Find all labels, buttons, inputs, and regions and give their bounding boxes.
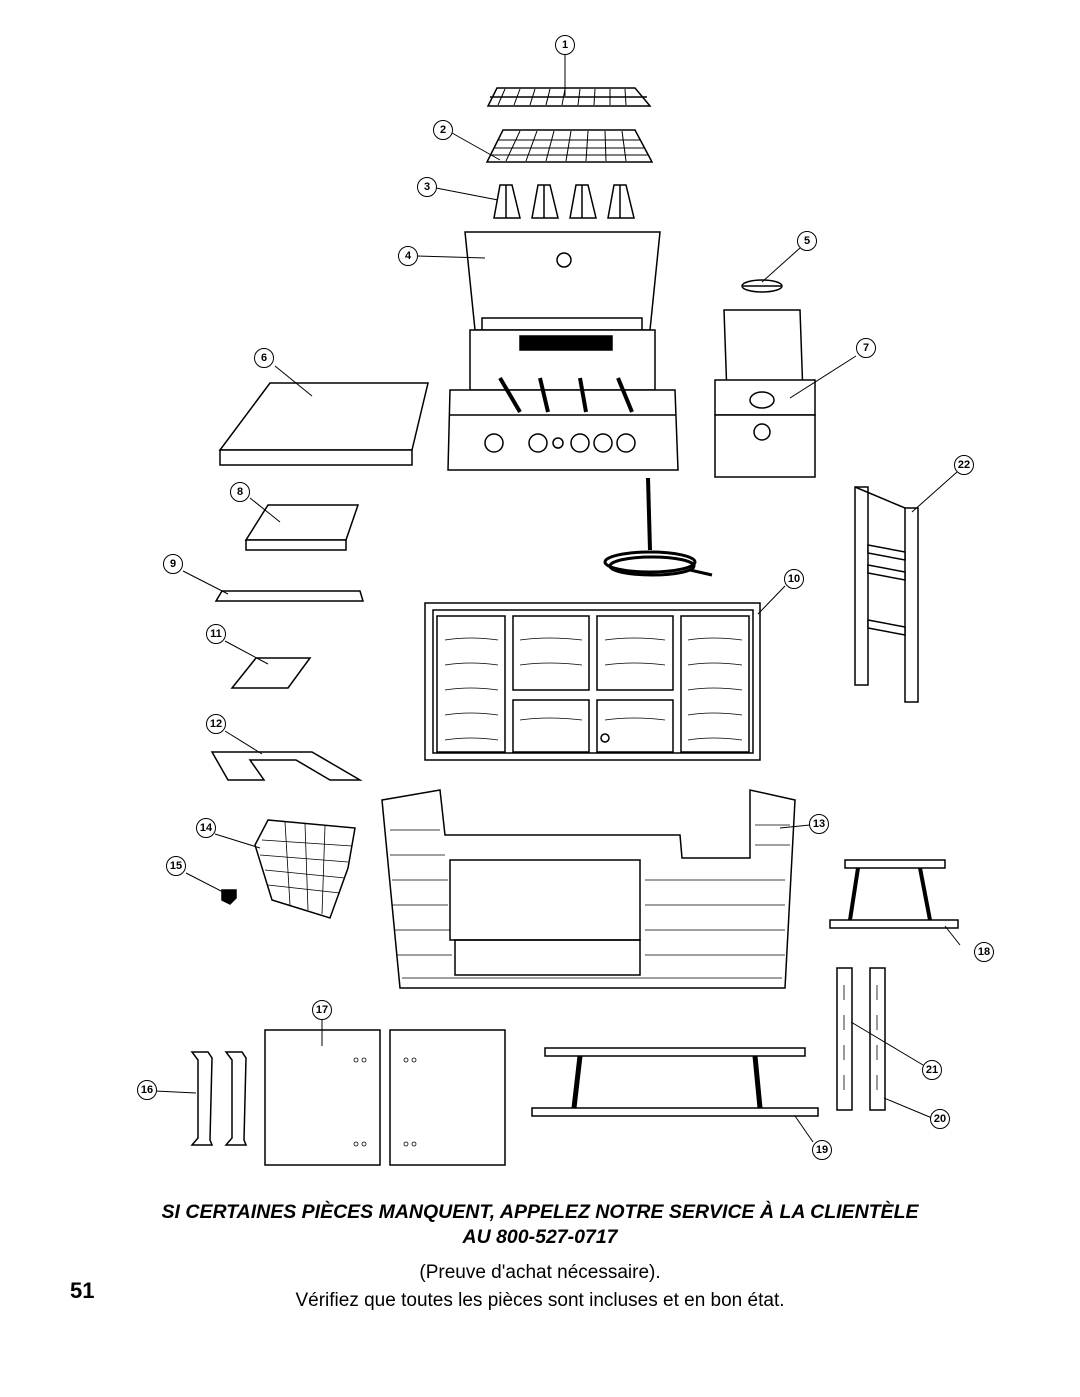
part-side-shelf (218, 382, 429, 466)
missing-parts-notice: SI CERTAINES PIÈCES MANQUENT, APPELEZ NO… (161, 1201, 919, 1223)
part-stone-base (381, 789, 796, 989)
page-number: 51 (70, 1278, 95, 1303)
part-clip (221, 889, 237, 905)
callout-10: 10 (784, 569, 804, 589)
callout-13: 13 (809, 814, 829, 834)
part-trim-strip (214, 590, 365, 602)
callout-leader-lines (154, 55, 961, 1143)
part-counter-frame (210, 751, 363, 781)
part-front-panel (424, 602, 761, 761)
part-heat-tents (493, 184, 635, 219)
parts-exploded-diagram (154, 55, 961, 1166)
callout-2: 2 (433, 120, 453, 140)
part-basket (254, 819, 356, 919)
callout-20: 20 (930, 1109, 950, 1129)
callout-3: 3 (417, 177, 437, 197)
callout-21: 21 (922, 1060, 942, 1080)
part-panel (230, 657, 312, 689)
part-doors (264, 1029, 506, 1166)
check-parts-instruction: Vérifiez que toutes les pièces sont incl… (295, 1290, 785, 1311)
part-cooking-grates (485, 129, 654, 163)
part-side-burner (714, 309, 816, 478)
part-gas-hose (603, 550, 713, 577)
part-handles (190, 1051, 248, 1146)
part-bottom-brace (531, 1047, 819, 1117)
part-vertical-rails (836, 967, 886, 1111)
part-small-shelf (244, 504, 360, 551)
callout-1: 1 (555, 35, 575, 55)
callout-7: 7 (856, 338, 876, 358)
callout-14: 14 (196, 818, 216, 838)
callout-8: 8 (230, 482, 250, 502)
callout-12: 12 (206, 714, 226, 734)
callout-9: 9 (163, 554, 183, 574)
part-side-frame (854, 486, 919, 703)
callout-4: 4 (398, 246, 418, 266)
callout-15: 15 (166, 856, 186, 876)
callout-16: 16 (137, 1080, 157, 1100)
part-warming-rack (486, 87, 652, 107)
part-cross-brace (829, 859, 959, 929)
part-burner-cap (741, 279, 783, 293)
part-grill-head (447, 231, 679, 551)
callout-6: 6 (254, 348, 274, 368)
proof-of-purchase-note: (Preuve d'achat nécessaire). (419, 1262, 661, 1283)
callout-17: 17 (312, 1000, 332, 1020)
callout-18: 18 (974, 942, 994, 962)
callout-11: 11 (206, 624, 226, 644)
customer-service-phone: AU 800-527-0717 (462, 1226, 618, 1248)
callout-19: 19 (812, 1140, 832, 1160)
callout-22: 22 (954, 455, 974, 475)
callout-5: 5 (797, 231, 817, 251)
